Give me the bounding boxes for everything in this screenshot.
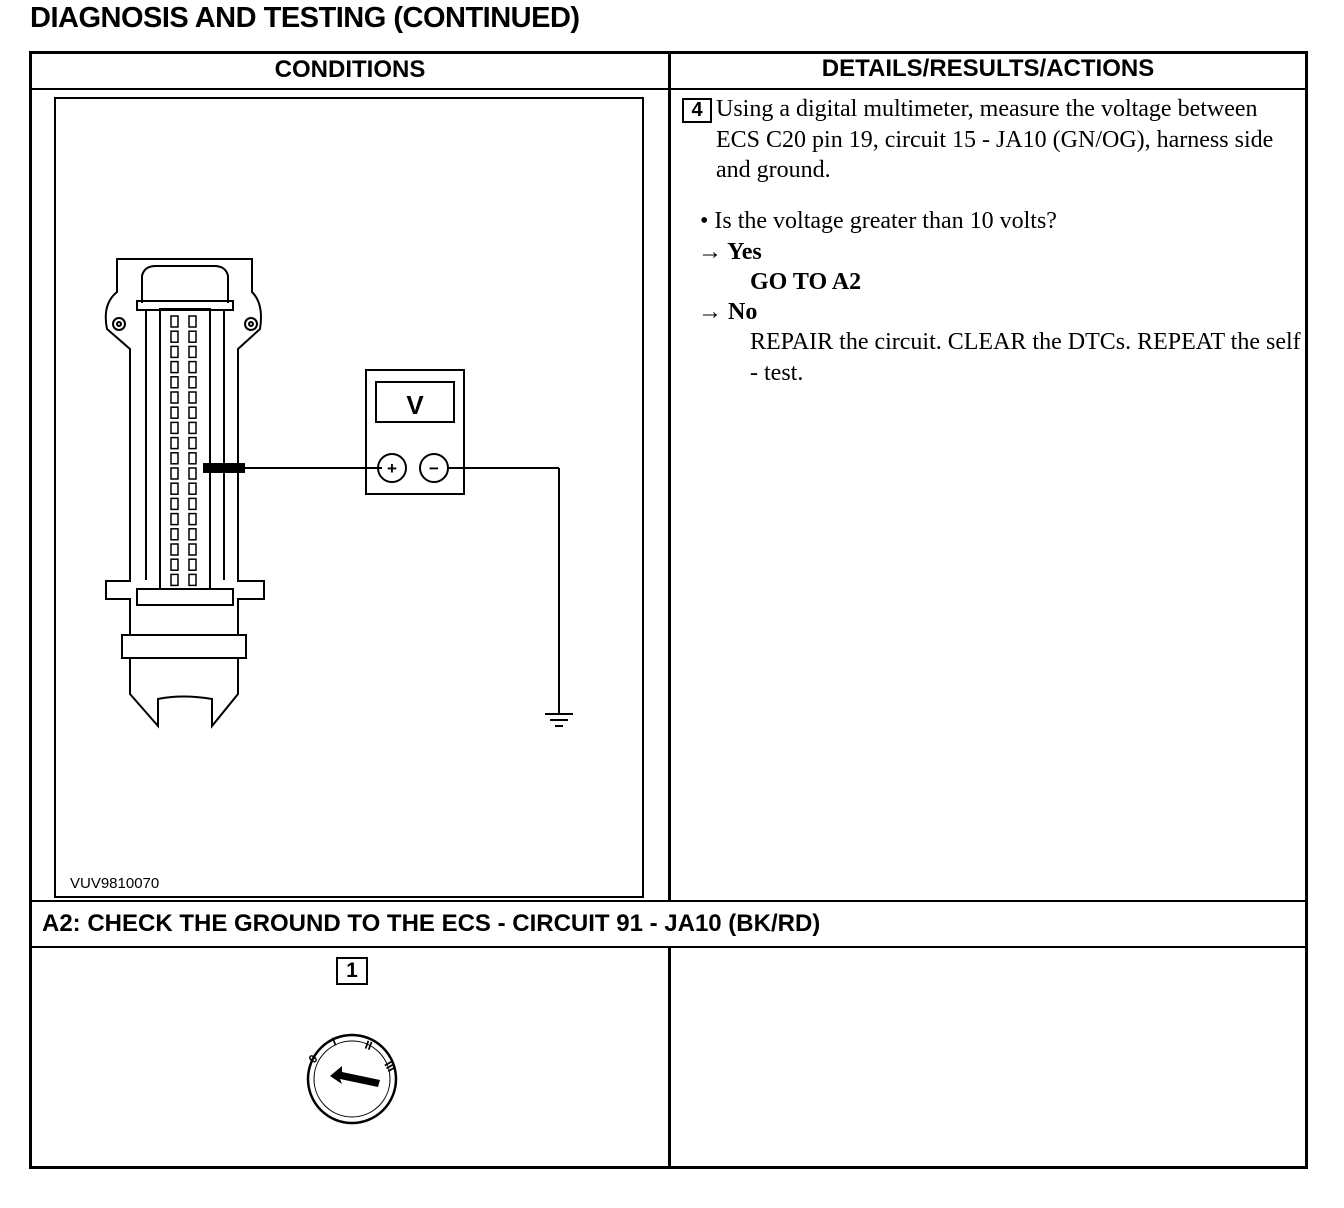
positive-terminal <box>377 453 407 483</box>
step-4-badge: 4 <box>682 98 712 123</box>
pin-cavity <box>170 391 179 404</box>
pin-cavity <box>188 421 197 435</box>
pin-cavity <box>188 315 197 328</box>
pin-cavity <box>170 512 179 526</box>
multimeter-body <box>365 369 465 495</box>
pin-cavity <box>188 482 197 495</box>
ignition-label-2: II <box>363 1038 374 1053</box>
left-mount-hole-inner <box>116 321 122 327</box>
figure-ref: VUV9810070 <box>70 875 160 892</box>
pin-cavity <box>170 360 179 374</box>
diagnosis-table: CONDITIONS DETAILS/RESULTS/ACTIONS <box>29 51 1308 1169</box>
pin-body <box>159 308 211 590</box>
pin-grid <box>170 315 197 587</box>
pin-cavity <box>188 391 197 404</box>
pin-cavity <box>170 330 179 343</box>
yes-label: → Yes <box>698 239 762 265</box>
no-label: → No <box>698 299 758 325</box>
pin-cavity <box>188 497 197 511</box>
column-divider-top <box>668 54 671 901</box>
column-divider-bottom <box>668 946 671 1166</box>
pin-cavity <box>170 345 179 359</box>
ignition-key-pointer <box>330 1066 380 1087</box>
right-mount-hole <box>244 317 258 331</box>
pin-body-base <box>136 588 234 606</box>
pin-cavity <box>188 452 197 465</box>
pin-cavity <box>170 467 179 480</box>
ignition-label-1: I <box>330 1035 338 1049</box>
plus-sign: + <box>387 459 397 478</box>
left-mount-hole <box>112 317 126 331</box>
ignition-switch-icon: 0 I II III <box>306 1033 399 1125</box>
ignition-inner-ring <box>313 1040 391 1118</box>
ignition-label-0: 0 <box>306 1052 321 1066</box>
question: • Is the voltage greater than 10 volts? <box>700 208 1057 234</box>
pin-cavity <box>188 467 197 480</box>
pin-cavity <box>188 512 197 526</box>
pin-cavity <box>170 573 179 587</box>
figure-frame <box>54 97 644 898</box>
pin-cavity <box>170 528 179 541</box>
negative-terminal <box>419 453 449 483</box>
right-mount-hole-inner <box>248 321 254 327</box>
meter-label: V <box>406 390 424 420</box>
pin-cavity <box>170 315 179 328</box>
section-a2-title: A2: CHECK THE GROUND TO THE ECS - CIRCUI… <box>42 910 821 937</box>
pin-cavity <box>170 376 179 389</box>
section-divider-top <box>32 900 1305 902</box>
pin-cavity <box>170 558 179 571</box>
details-header: DETAILS/RESULTS/ACTIONS <box>821 55 1155 82</box>
pin-cavity <box>170 543 179 556</box>
pin-cavity <box>170 452 179 465</box>
pin-cavity <box>188 376 197 389</box>
pin-cavity <box>170 406 179 419</box>
pin-cavity <box>188 528 197 541</box>
conditions-header: CONDITIONS <box>274 56 426 83</box>
step-1-badge: 1 <box>336 957 368 985</box>
multimeter-display <box>375 381 455 423</box>
pin-cavity <box>188 360 197 374</box>
yes-action: GO TO A2 <box>750 269 862 295</box>
minus-sign: − <box>429 459 439 478</box>
connector-housing <box>104 258 265 729</box>
no-action: REPAIR the circuit. CLEAR the DTCs. REPE… <box>750 329 1301 386</box>
pin-cavity <box>188 543 197 556</box>
pin-cavity <box>188 330 197 343</box>
pin-cavity <box>188 406 197 419</box>
pin-cavity <box>170 482 179 495</box>
pin-cavity <box>188 345 197 359</box>
pin-cavity <box>170 497 179 511</box>
pin-cavity <box>188 558 197 571</box>
header-divider <box>32 88 1305 90</box>
pin-cavity <box>188 573 197 587</box>
pin-cavity <box>170 436 179 450</box>
step-4-text: Using a digital multimeter, measure the … <box>716 96 1274 183</box>
pin-cavity <box>188 436 197 450</box>
connector-latch <box>141 265 229 303</box>
ignition-outer-ring <box>306 1033 398 1125</box>
page-title: DIAGNOSIS AND TESTING (CONTINUED) <box>30 2 580 34</box>
connector-diagram: V + − <box>104 258 573 729</box>
pin-cavity <box>170 421 179 435</box>
